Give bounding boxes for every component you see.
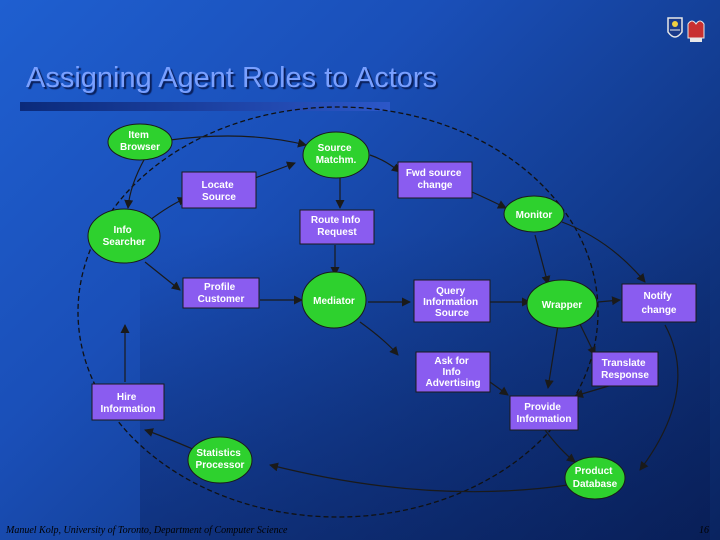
node-item-browser-shape bbox=[107, 123, 173, 161]
node-hire-information-shape bbox=[91, 383, 165, 421]
node-fwd-source-change-shape bbox=[397, 161, 473, 199]
edge-monitor-notify-change bbox=[561, 221, 646, 283]
node-query-information-source-label: Query Information Source bbox=[423, 286, 481, 319]
edge-provide-information-product-db bbox=[544, 429, 576, 463]
slide-footer: Manuel Kolp, University of Toronto, Depa… bbox=[6, 525, 288, 536]
edge-ask-for-info-provide-info bbox=[489, 381, 509, 396]
edge-translate-response-provide-info bbox=[574, 384, 613, 399]
node-notify-change-label: Notify change bbox=[641, 291, 676, 316]
node-ask-for-info-advertising-label: Ask for Info Advertising bbox=[425, 356, 480, 389]
node-provide-information-shape bbox=[509, 395, 579, 431]
edge-statistics-hire-information bbox=[144, 428, 196, 451]
edge-product-db-statistics bbox=[269, 462, 569, 493]
edge-info-searcher-locate-source bbox=[149, 197, 187, 221]
node-provide-information-label: Provide Information bbox=[517, 402, 572, 425]
node-info-searcher-shape bbox=[87, 208, 161, 264]
node-translate-response-label: Translate Response bbox=[601, 358, 649, 381]
edge-info-searcher-profile-customer bbox=[144, 261, 181, 291]
node-route-info-request-shape bbox=[299, 209, 375, 245]
edge-mediator-ask-for-info bbox=[359, 321, 399, 356]
node-locate-source-label: Locate Source bbox=[201, 180, 236, 203]
actor-boundary bbox=[77, 106, 599, 518]
node-product-database-label: Product Database bbox=[573, 466, 618, 490]
node-monitor-label: Monitor bbox=[516, 210, 553, 221]
edge-item-browser-info-searcher bbox=[124, 157, 146, 209]
edge-wrapper-notify-change bbox=[597, 296, 621, 306]
edge-item-browser-source-matchm bbox=[169, 135, 307, 148]
slide-title: Assigning Agent Roles to Actors bbox=[26, 62, 438, 94]
node-product-database-shape bbox=[564, 456, 626, 500]
edge-source-matchm-fwd-source bbox=[369, 154, 401, 173]
diagram-nodes: Item Browser Source Matchm. Locate Sourc… bbox=[87, 123, 697, 500]
node-wrapper-shape bbox=[526, 279, 598, 329]
node-query-information-source-shape bbox=[413, 279, 491, 323]
edge-locate-source-source-matchm bbox=[254, 161, 296, 179]
diagram-edges bbox=[120, 135, 679, 493]
node-profile-customer-shape bbox=[182, 277, 260, 309]
node-source-matchm-shape bbox=[302, 131, 370, 179]
node-notify-change-shape bbox=[621, 283, 697, 323]
node-mediator-label: Mediator bbox=[313, 296, 355, 307]
node-profile-customer-label: Profile Customer bbox=[198, 282, 245, 305]
node-hire-information-label: Hire Information bbox=[101, 392, 156, 415]
edge-wrapper-provide-information bbox=[544, 324, 559, 389]
node-mediator-shape bbox=[301, 271, 367, 329]
node-route-info-request-label: Route Info Request bbox=[311, 215, 363, 238]
node-source-matchm-label: Source Matchm. bbox=[316, 143, 357, 166]
university-crest-icon bbox=[667, 17, 705, 42]
node-statistics-processor-shape bbox=[187, 436, 253, 484]
edge-monitor-wrapper bbox=[534, 234, 551, 285]
node-ask-for-info-advertising-shape bbox=[415, 351, 491, 393]
edge-fwd-source-monitor bbox=[471, 191, 507, 209]
node-item-browser-label: Item Browser bbox=[120, 130, 160, 153]
node-locate-source-shape bbox=[181, 171, 257, 209]
node-fwd-source-change-label: Fwd source change bbox=[406, 168, 464, 191]
page-number: 16 bbox=[699, 525, 709, 536]
node-monitor-shape bbox=[503, 195, 565, 233]
node-statistics-processor-label: Statistics Processor bbox=[196, 448, 245, 471]
edge-notify-change-product-db bbox=[639, 324, 679, 471]
node-translate-response-shape bbox=[591, 351, 659, 387]
node-info-searcher-label: Info Searcher bbox=[103, 225, 146, 248]
title-underline bbox=[20, 102, 390, 111]
node-wrapper-label: Wrapper bbox=[542, 300, 582, 311]
edge-wrapper-translate-response bbox=[577, 319, 596, 356]
